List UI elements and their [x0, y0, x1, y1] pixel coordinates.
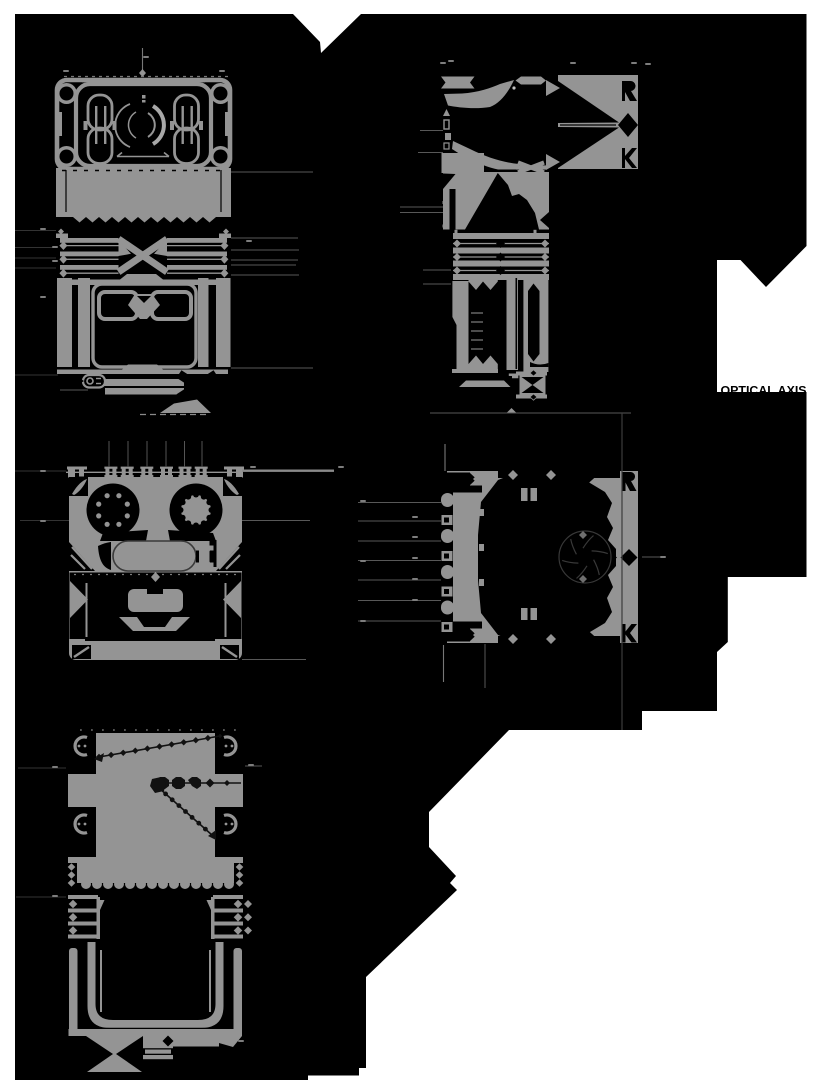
svg-text:OPTICAL AXIS: OPTICAL AXIS	[721, 384, 807, 398]
